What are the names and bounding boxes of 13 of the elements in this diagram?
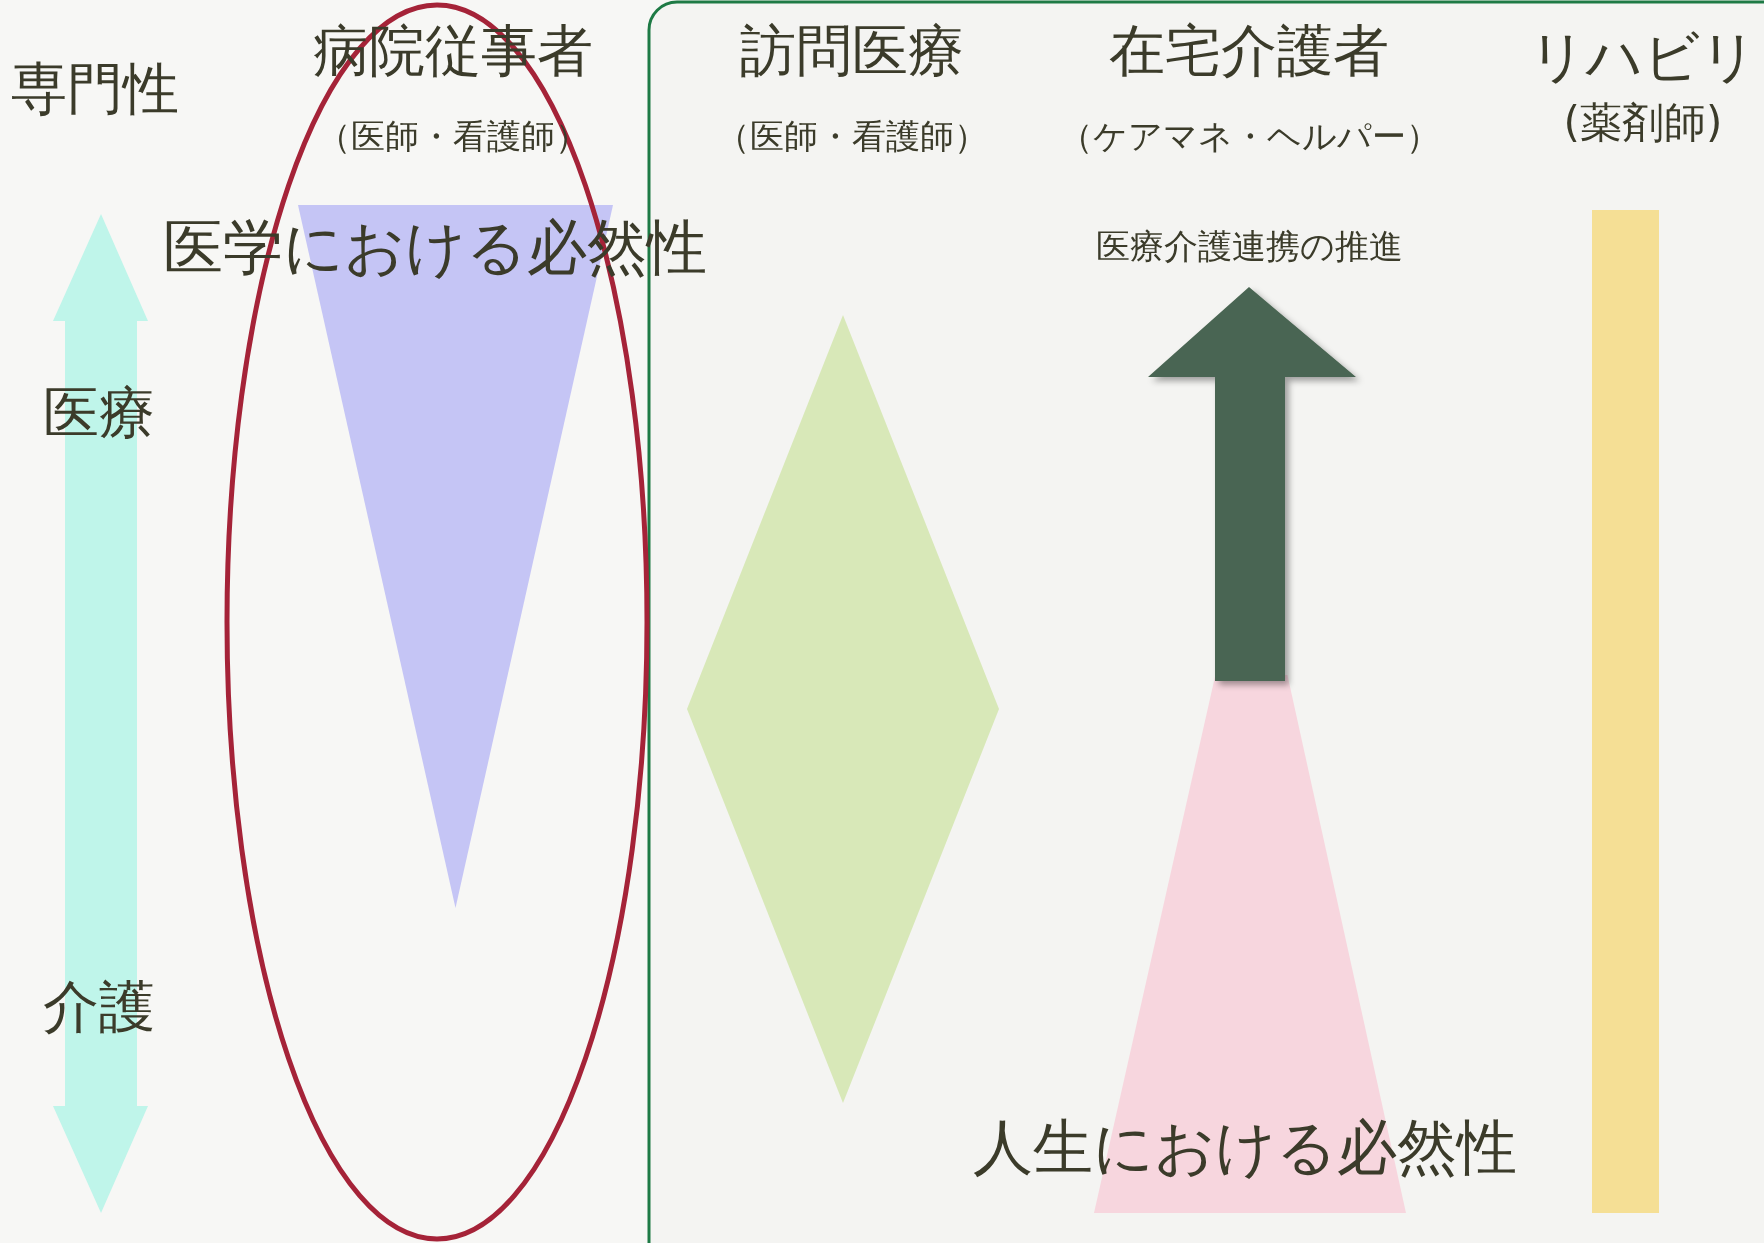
column-subheading: （医師・看護師） xyxy=(716,118,988,156)
column-heading: 訪問医療 xyxy=(740,20,964,82)
column-heading: リハビリ xyxy=(1529,26,1757,88)
diamond-shape xyxy=(687,315,999,1103)
bar-shape xyxy=(1592,210,1659,1213)
axis-label: 介護 xyxy=(43,976,155,1038)
column-heading: 在宅介護者 xyxy=(1109,20,1389,82)
axis-title: 専門性 xyxy=(11,58,179,120)
column-subheading: （ケアマネ・ヘルパー） xyxy=(1058,118,1440,156)
column-subheading: (薬剤師) xyxy=(1563,100,1723,147)
annotation-label: 医療介護連携の推進 xyxy=(1095,228,1403,266)
axis-label: 医療 xyxy=(43,382,155,444)
annotation-label: 人生における必然性 xyxy=(973,1114,1517,1180)
